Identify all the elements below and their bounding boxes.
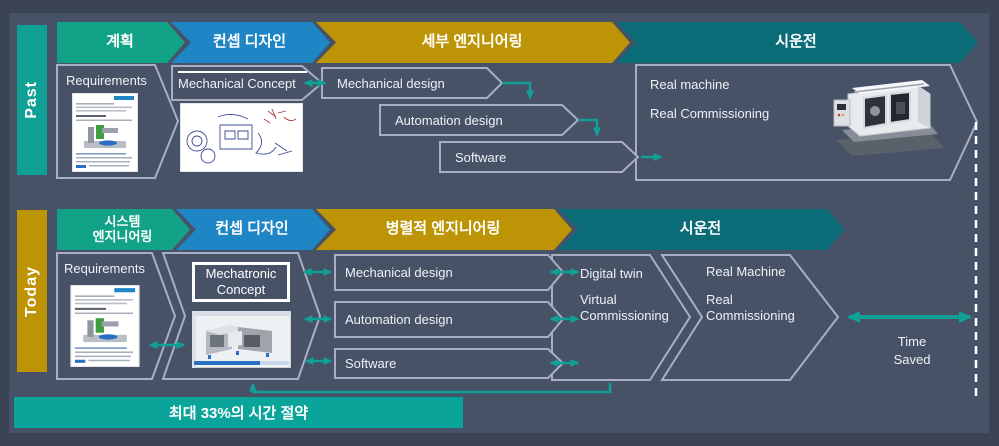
concept-sketch-image xyxy=(180,103,303,172)
mechatronic-concept-box: Mechatronic Concept xyxy=(192,262,290,302)
phase-chevron-parallel-engineering: 병렬적 엔지니어링 xyxy=(316,209,572,250)
step-label-software-past: Software xyxy=(455,150,507,165)
today-row-label: Today xyxy=(17,210,47,372)
step-label-requirements-today: Requirements xyxy=(64,261,145,276)
phase-chevron-detail-engineering: 세부 엔지니어링 xyxy=(316,22,630,63)
phase-chevron-commissioning-today: 시운전 xyxy=(558,209,845,250)
step-label-mechanical-design-today: Mechanical design xyxy=(345,265,453,280)
step-label-mechanical-concept: Mechanical Concept xyxy=(178,76,296,91)
step-label-requirements-past: Requirements xyxy=(66,73,147,88)
phase-chevron-concept-design-today: 컨셉 디자인 xyxy=(176,209,330,250)
step-label-real-machine-past: Real machine xyxy=(650,77,730,92)
time-saving-banner: 최대 33%의 시간 절약 xyxy=(14,397,463,428)
step-label-software-today: Software xyxy=(345,356,397,371)
step-label-digital-twin: Digital twin xyxy=(580,266,643,281)
phase-chevron-system-engineering: 시스템 엔지니어링 xyxy=(57,209,190,250)
phase-chevron-commissioning-past: 시운전 xyxy=(616,22,978,63)
step-label-real-commissioning-past: Real Commissioning xyxy=(650,106,770,121)
mechatronic-cad-image xyxy=(192,311,291,368)
phase-chevron-concept-design-past: 컨셉 디자인 xyxy=(171,22,330,63)
machine-photo-image xyxy=(826,66,948,164)
step-label-real-commissioning-today: Real Commissioning xyxy=(706,292,795,323)
step-label-real-machine-today: Real Machine xyxy=(706,264,786,279)
past-row-label: Past xyxy=(17,25,47,175)
phase-chevron-plan: 계획 xyxy=(57,22,185,63)
time-saved-label: Time Saved xyxy=(893,334,931,367)
requirements-document-image-today xyxy=(70,285,140,367)
requirements-document-image-past xyxy=(72,93,138,172)
step-label-virtual-commissioning: Virtual Commissioning xyxy=(580,292,669,323)
step-label-automation-design-today: Automation design xyxy=(345,312,453,327)
step-label-mechanical-design-past: Mechanical design xyxy=(337,76,445,91)
step-label-automation-design-past: Automation design xyxy=(395,113,503,128)
